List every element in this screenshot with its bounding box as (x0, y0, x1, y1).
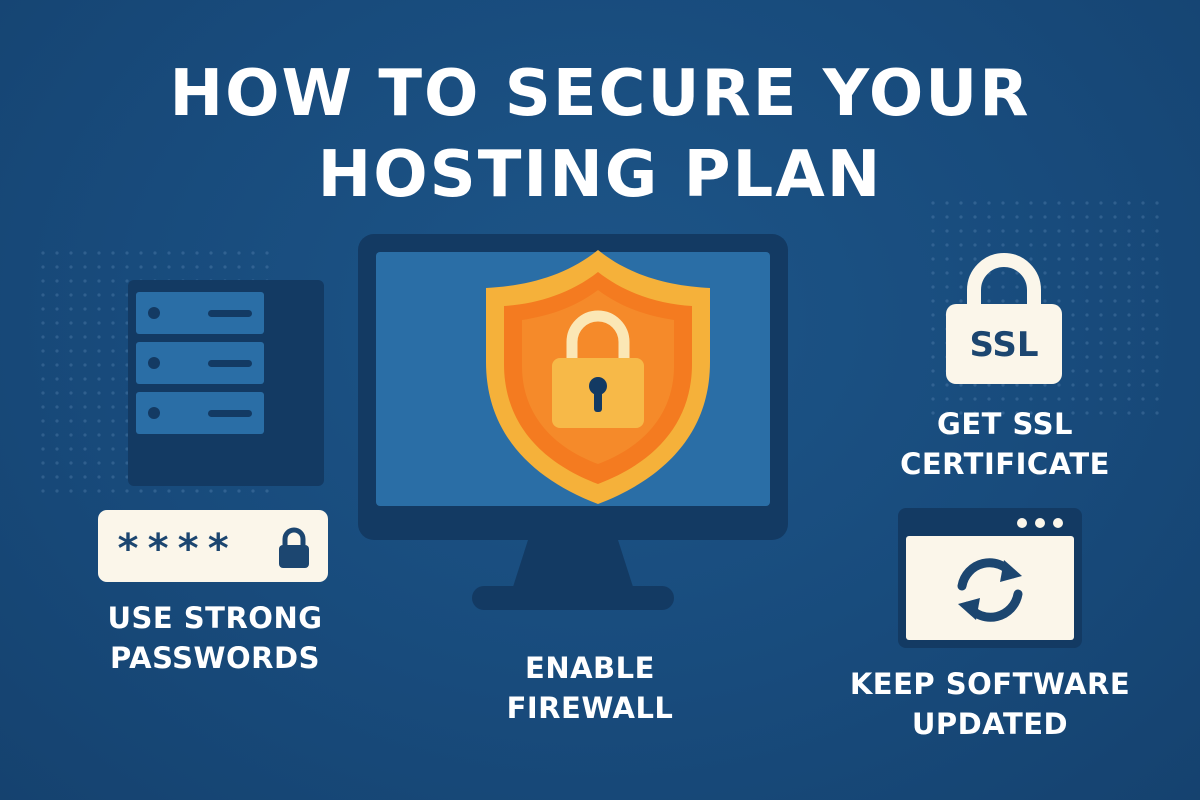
updates-label: KEEP SOFTWARE UPDATED (830, 664, 1150, 744)
updates-label-line-1: KEEP SOFTWARE (849, 667, 1131, 701)
ssl-label-line-2: CERTIFICATE (900, 447, 1110, 481)
ssl-label: GET SSL CERTIFICATE (860, 404, 1150, 484)
ssl-badge-text: SSL (969, 325, 1038, 365)
ssl-label-line-1: GET SSL (937, 407, 1073, 441)
passwords-label-line-2: PASSWORDS (110, 641, 320, 675)
passwords-label: USE STRONG PASSWORDS (80, 598, 350, 678)
updates-label-line-2: UPDATED (911, 707, 1069, 741)
page-title-line-1: HOW TO SECURE YOUR (169, 57, 1031, 131)
page-title-line-2: HOSTING PLAN (317, 138, 883, 212)
firewall-label: ENABLE FIREWALL (440, 648, 740, 728)
passwords-label-line-1: USE STRONG (107, 601, 323, 635)
firewall-label-line-2: FIREWALL (506, 691, 674, 725)
browser-window-icon (898, 508, 1082, 648)
firewall-label-line-1: ENABLE (525, 651, 655, 685)
password-mask: **** (116, 526, 237, 572)
password-field: **** (98, 510, 328, 582)
server-icon (128, 280, 324, 486)
refresh-icon (957, 558, 1023, 622)
ssl-lock-icon: SSL (946, 253, 1062, 384)
lock-icon (279, 527, 309, 568)
padlock-icon (552, 310, 644, 428)
